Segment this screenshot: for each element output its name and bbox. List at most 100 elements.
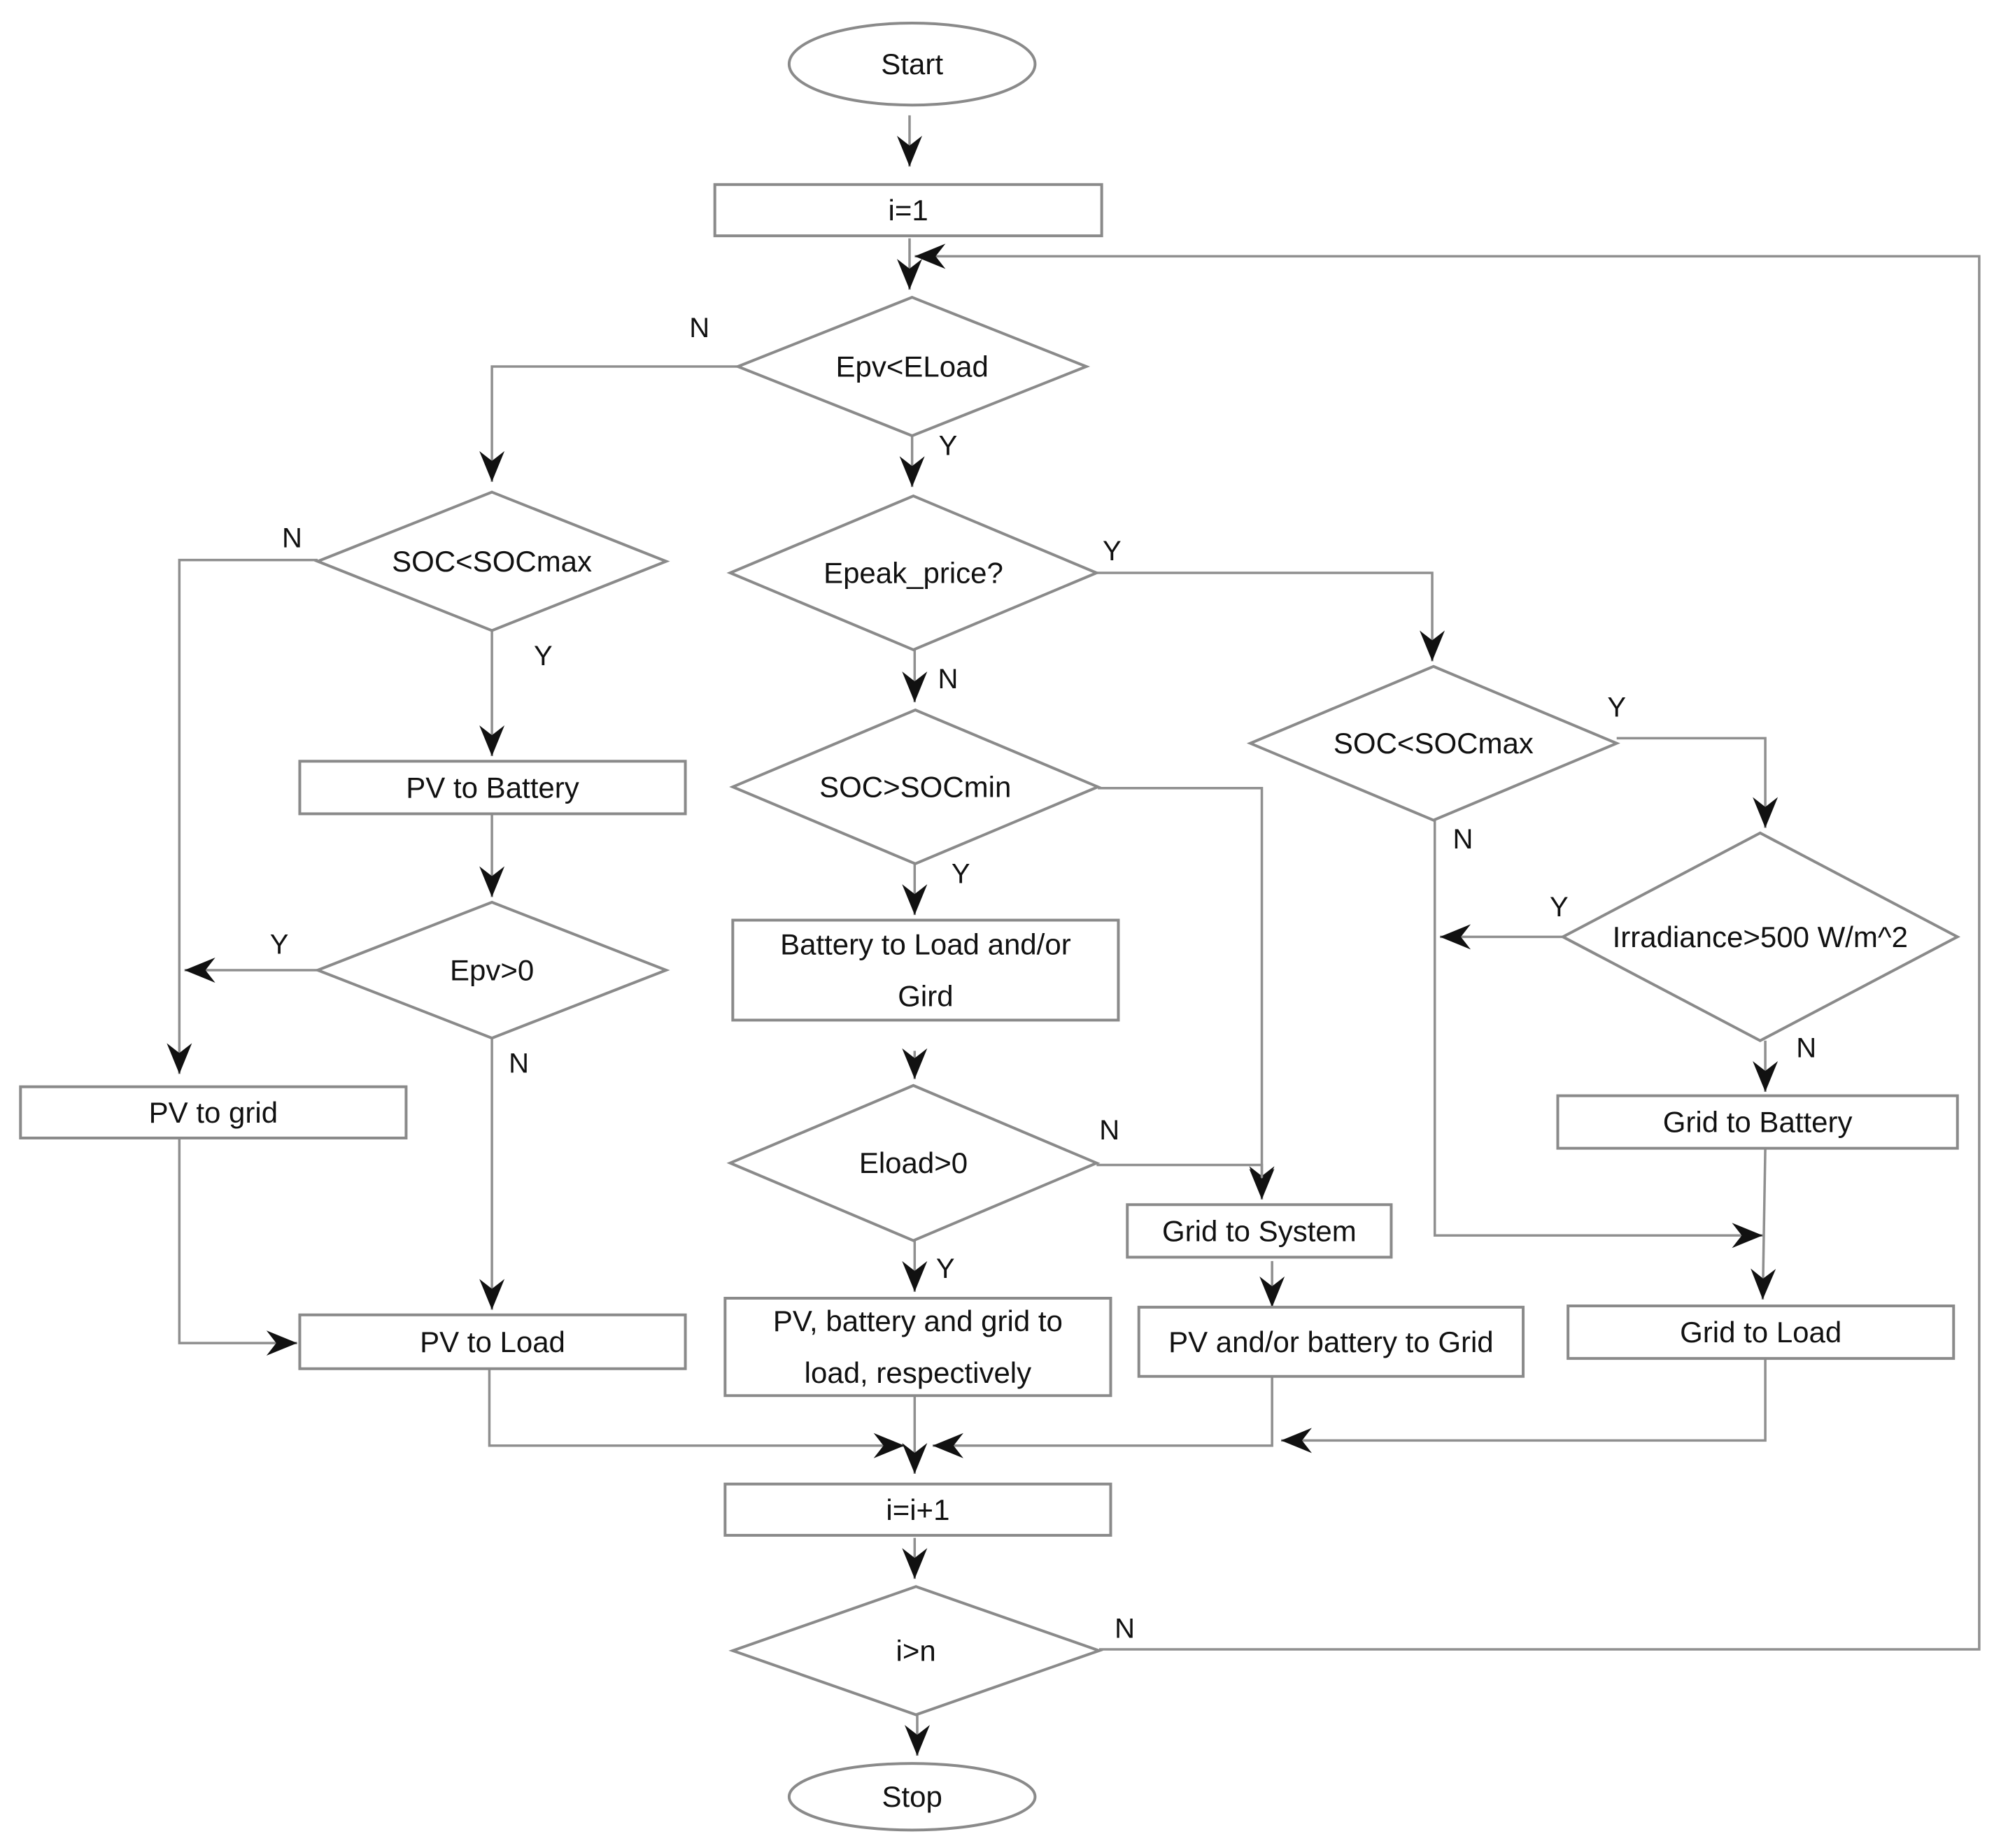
node-label: Battery to Load and/or [780,927,1071,960]
node-stop: Stop [787,1762,1037,1832]
edge-irradiance-to-grid_to_battery [1753,1040,1779,1093]
process-box [1556,1094,1959,1150]
node-label: i=i+1 [886,1493,949,1526]
edge-pv_to_load-to-increment [488,1368,905,1458]
edge-eload_gt_0-to-grid_to_system [1096,1163,1275,1200]
arrowhead-icon [902,1048,928,1079]
arrowhead-icon [167,1043,192,1074]
node-pv-to-load: PV to Load [298,1313,687,1370]
terminal-oval [787,21,1037,107]
arrowhead-icon [902,1260,928,1292]
arrowhead-icon [1751,1268,1776,1300]
edge-soc_lt_max_a-to-pv_to_grid [167,558,318,1074]
edge-soc_lt_max_b-to-grid_to_load [1433,820,1763,1249]
node-irradiance: Irradiance>500 W/m^2 [1560,831,1961,1042]
edge-pv_batt_to_grid-to-increment [932,1376,1273,1458]
edge-label-y: Y [534,641,553,671]
edge-grid_to_system-to-pv_batt_to_grid [1259,1260,1285,1307]
arrowhead-icon [902,1443,928,1474]
edge-label-n: N [1099,1115,1119,1146]
node-label: SOC>SOCmin [819,770,1011,803]
edge-label-n: N [1796,1033,1816,1064]
edge-label-y: Y [952,859,970,890]
edge-soc_gt_min-to-battery_to_load [902,863,928,916]
node-label: Start [881,48,943,80]
node-label: Grid to Battery [1663,1106,1853,1139]
connector-line [488,1368,905,1447]
decision-diamond [729,708,1102,866]
node-label: Grid to Load [1680,1316,1841,1349]
edge-battery_to_load-to-eload_gt_0 [902,1048,928,1079]
edge-i_gt_n-to-stop [904,1714,930,1756]
process-box [298,760,687,816]
arrowhead-icon [902,1548,928,1579]
process-box [298,1313,687,1370]
node-label: Irradiance>500 W/m^2 [1613,921,1908,953]
arrowhead-icon [1280,1428,1312,1453]
node-label: PV to Load [420,1325,565,1358]
node-epv-gt-0: Epv>0 [313,900,670,1040]
node-label: PV to grid [149,1096,278,1129]
edge-epv_lt_eload-to-epeak_price [899,435,925,488]
edge-irradiance-to-soc_lt_max_b [1440,924,1563,950]
decision-diamond [1560,831,1961,1042]
edge-label-n: N [282,523,302,554]
arrowhead-icon [266,1330,297,1356]
edge-epv_gt_0-to-pv_to_load [479,1038,505,1310]
connector-line [1098,787,1264,1197]
edge-pv_batt_grid_load-to-increment [902,1395,928,1474]
arrowhead-icon [1732,1223,1763,1249]
process-box [1126,1203,1393,1259]
process-box [731,918,1120,1022]
node-pv-batt-to-grid: PV and/or battery to Grid [1137,1305,1525,1378]
node-label: Gird [898,979,953,1012]
node-label: Epv<ELoad [835,350,988,383]
edge-grid_to_load-to-increment [1280,1358,1767,1453]
arrowhead-icon [1753,1061,1779,1093]
arrowhead-icon [1420,630,1445,662]
process-box [723,1296,1112,1398]
node-start: Start [787,21,1037,107]
node-eload-gt-0: Eload>0 [726,1083,1101,1242]
arrowhead-icon [897,259,922,290]
arrowhead-icon [932,1433,963,1458]
process-box [1137,1305,1525,1378]
node-grid-to-battery: Grid to Battery [1556,1094,1959,1150]
node-epv-lt-eload: Epv<ELoad [734,295,1091,438]
arrowhead-icon [479,450,505,482]
decision-diamond [726,1083,1101,1242]
connector-line [1096,571,1434,662]
arrowhead-icon [899,456,925,488]
arrowhead-icon [873,1433,905,1458]
arrowhead-icon [902,671,928,703]
connector-line [932,1376,1273,1447]
node-soc-lt-max-a: SOC<SOCmax [313,490,670,632]
edges-layer [167,115,1981,1756]
edge-label-y: Y [936,1253,955,1284]
decision-diamond [313,490,670,632]
arrowhead-icon [902,884,928,916]
connector-line [1761,1148,1767,1300]
edge-label-n: N [509,1049,529,1079]
node-label: i=1 [889,194,928,227]
arrowhead-icon [1249,1168,1275,1200]
node-label: Grid to System [1162,1214,1357,1247]
node-label: Stop [882,1780,942,1813]
connector-line [178,558,318,1074]
edge-soc_lt_max_b-to-irradiance [1616,737,1779,828]
node-label: Eload>0 [859,1146,968,1179]
edge-epv_gt_0-to-pv_to_grid [184,957,318,983]
decision-diamond [1246,664,1620,822]
decision-diamond [313,900,670,1040]
process-box [1567,1304,1956,1360]
connector-line [178,1137,297,1344]
node-grid-to-system: Grid to System [1126,1203,1393,1259]
node-label: Epv>0 [450,953,534,986]
node-label: SOC<SOCmax [1334,727,1534,760]
terminal-oval [787,1762,1037,1832]
node-label: Epeak_price? [823,556,1003,589]
node-grid-to-load: Grid to Load [1567,1304,1956,1360]
edge-pv_to_battery-to-epv_gt_0 [479,813,505,897]
